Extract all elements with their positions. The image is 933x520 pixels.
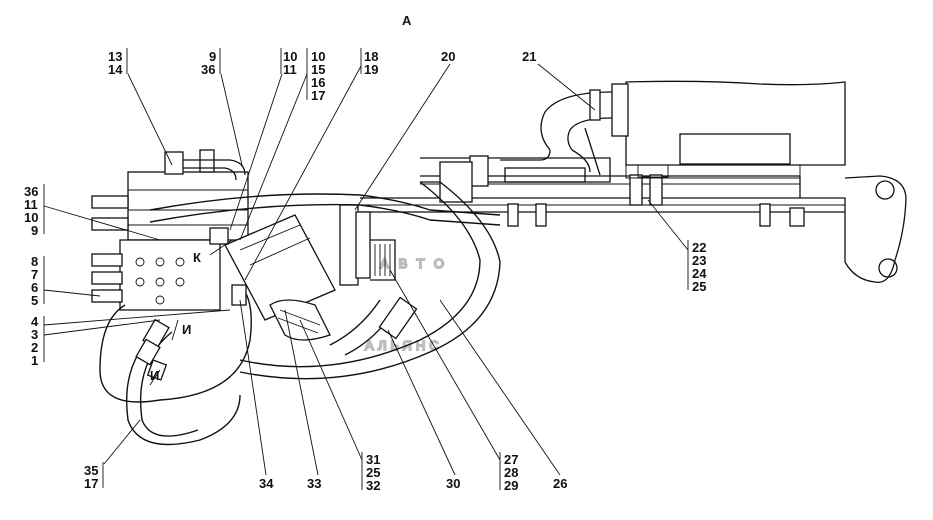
- hydraulic-tank: [611, 80, 846, 179]
- callout-label: 23: [692, 253, 706, 268]
- callout-10-15-16-17: 10 15 16 17: [311, 49, 325, 103]
- callout-label: 22: [692, 240, 706, 255]
- callout-35-17: 35 17: [84, 463, 98, 491]
- callout-33: 33: [307, 476, 321, 491]
- callout-label: 17: [311, 88, 325, 103]
- callout-10-11: 10 11: [283, 49, 297, 77]
- callout-20: 20: [441, 49, 455, 64]
- callout-label: 36: [24, 184, 38, 199]
- callout-label: 31: [366, 452, 380, 467]
- callout-34: 34: [259, 476, 274, 491]
- callout-label: 5: [31, 293, 38, 308]
- callout-8-7-6-5: 8 7 6 5: [31, 254, 38, 308]
- callout-18-19: 18 19: [364, 49, 378, 77]
- callout-21: 21: [522, 49, 536, 64]
- callout-label: 25: [366, 465, 380, 480]
- callout-label: 11: [283, 62, 297, 77]
- marker-i-upper: И: [182, 322, 191, 337]
- callout-label: 9: [209, 49, 216, 64]
- callout-label: 10: [311, 49, 325, 64]
- callout-label: 4: [31, 314, 39, 329]
- callout-9-36: 9 36: [201, 49, 216, 77]
- marker-i-lower: И: [150, 368, 159, 383]
- callout-label: 29: [504, 478, 518, 493]
- pipe-run: [420, 155, 611, 203]
- callout-label: 27: [504, 452, 518, 467]
- callout-label: 3: [31, 327, 38, 342]
- marker-k: К: [193, 250, 201, 265]
- callout-label: 10: [24, 210, 38, 225]
- callout-label: 9: [31, 223, 38, 238]
- callout-label: 24: [692, 266, 707, 281]
- callout-label: 19: [364, 62, 378, 77]
- hoses: [99, 181, 501, 446]
- callout-label: 15: [311, 62, 325, 77]
- callout-label: 8: [31, 254, 38, 269]
- callout-label: 32: [366, 478, 380, 493]
- callout-label: 6: [31, 280, 38, 295]
- callout-27-28-29: 27 28 29: [504, 452, 518, 493]
- callout-label: 7: [31, 267, 38, 282]
- callout-26: 26: [553, 476, 567, 491]
- callout-label: 17: [84, 476, 98, 491]
- callout-label: 14: [108, 62, 123, 77]
- callout-label: 2: [31, 340, 38, 355]
- watermark-line1: АВТО: [380, 256, 454, 271]
- callout-label: 35: [84, 463, 98, 478]
- callout-label: 13: [108, 49, 122, 64]
- callout-label: 1: [31, 353, 38, 368]
- suction-elbow: [500, 89, 613, 176]
- callout-label: 10: [283, 49, 297, 64]
- callout-label: 11: [24, 197, 38, 212]
- watermark-line2: АЛЬЯНС: [365, 338, 443, 353]
- leader-lines: [43, 48, 689, 490]
- callout-label: 25: [692, 279, 706, 294]
- pump-unit: [339, 204, 396, 286]
- callout-label: 16: [311, 75, 325, 90]
- callout-4-3-2-1: 4 3 2 1: [31, 314, 39, 368]
- view-label: А: [402, 13, 412, 28]
- callout-13-14: 13 14: [108, 49, 123, 77]
- callout-label: 28: [504, 465, 518, 480]
- callout-22-23-24-25: 22 23 24 25: [692, 240, 707, 294]
- callout-30: 30: [446, 476, 460, 491]
- callout-label: 18: [364, 49, 378, 64]
- callout-36-11-10-9: 36 11 10 9: [24, 184, 38, 238]
- callout-label: 36: [201, 62, 215, 77]
- callout-31-25-32: 31 25 32: [366, 452, 380, 493]
- frame-rail: [360, 174, 907, 283]
